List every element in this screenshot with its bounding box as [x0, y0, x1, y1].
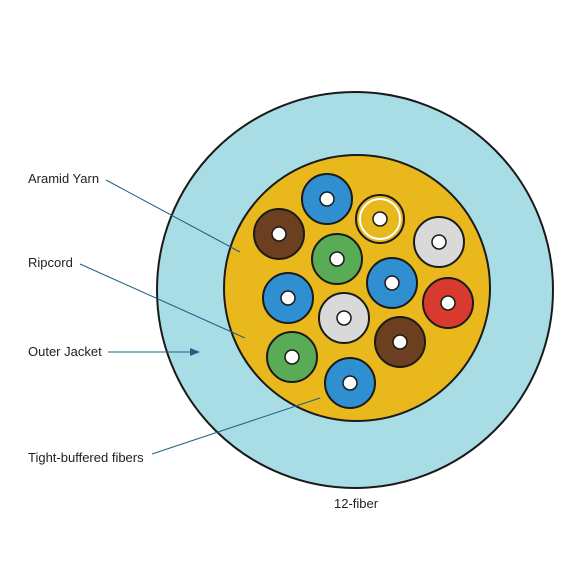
fiber-core [329, 251, 345, 267]
label-ripcord: Ripcord [28, 255, 73, 270]
leader-lines [79, 179, 321, 455]
tight-buffered-leader [151, 397, 321, 455]
label-aramid-yarn: Aramid Yarn [28, 171, 99, 186]
label-tight-buffered-fibers: Tight-buffered fibers [28, 450, 144, 465]
fiber-core [440, 295, 456, 311]
caption: 12-fiber [334, 496, 379, 511]
fiber-core [271, 226, 287, 242]
fiber-group [253, 173, 474, 409]
fiber-core [431, 234, 447, 250]
aramid-yarn-leader [105, 179, 241, 253]
fiber-core [280, 290, 296, 306]
label-outer-jacket: Outer Jacket [28, 344, 102, 359]
fiber-core [372, 211, 388, 227]
fiber-core [342, 375, 358, 391]
fiber-core [284, 349, 300, 365]
fiber-core [319, 191, 335, 207]
outer-jacket-arrowhead [190, 348, 200, 356]
fiber-core [384, 275, 400, 291]
ripcord-leader [79, 263, 246, 339]
fiber-core [392, 334, 408, 350]
fiber-yellow-inner-ring [359, 198, 401, 240]
fiber-core [336, 310, 352, 326]
